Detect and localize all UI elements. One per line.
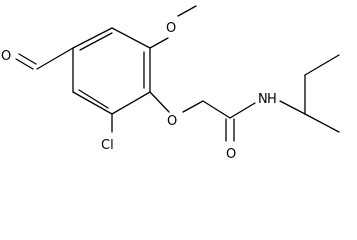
amide-group: O N H (225, 92, 277, 162)
ch2-carbonyl-bond (202, 100, 231, 119)
methoxy-group: O (149, 5, 197, 49)
ring-double-bond-1 (79, 32, 113, 51)
carbonyl-nitrogen-bond (229, 102, 256, 119)
methoxy-ring-bond (149, 37, 169, 49)
ether-chain: O (149, 91, 231, 129)
ring-bond-1 (72, 27, 113, 49)
aldehyde-oxygen-label: O (1, 49, 11, 64)
chlorine-label: Cl (101, 138, 114, 153)
methoxy-oxygen-label: O (166, 21, 176, 36)
ch-methyl-bond (304, 113, 340, 133)
sec-butyl-group (279, 54, 340, 133)
amide-nitrogen-label: N (258, 92, 268, 107)
ether-ch2-bond (182, 100, 204, 113)
ring-bond-2 (111, 27, 151, 49)
ether-oxygen-label: O (167, 114, 177, 129)
ring-double-bond-3 (78, 89, 109, 109)
amide-hydrogen-label: H (267, 92, 277, 107)
methoxy-methyl-bond (177, 5, 197, 17)
aldehyde-co-bond-2 (18, 53, 37, 65)
aldehyde-co-bond-1 (15, 58, 34, 70)
nitrogen-ch-bond (279, 100, 306, 115)
aldehyde-group (15, 47, 74, 70)
aldehyde-ring-bond (36, 47, 74, 70)
ring-bond-4 (111, 91, 151, 115)
structural-formula: O Cl O O N H O (1, 5, 340, 162)
amide-oxygen-label: O (226, 147, 236, 162)
ch2-ch3-bond (304, 54, 340, 76)
chloro-group: Cl (101, 113, 114, 153)
ring-bond-5 (72, 91, 113, 115)
ether-ring-bond (149, 91, 170, 113)
benzene-ring (72, 27, 151, 115)
